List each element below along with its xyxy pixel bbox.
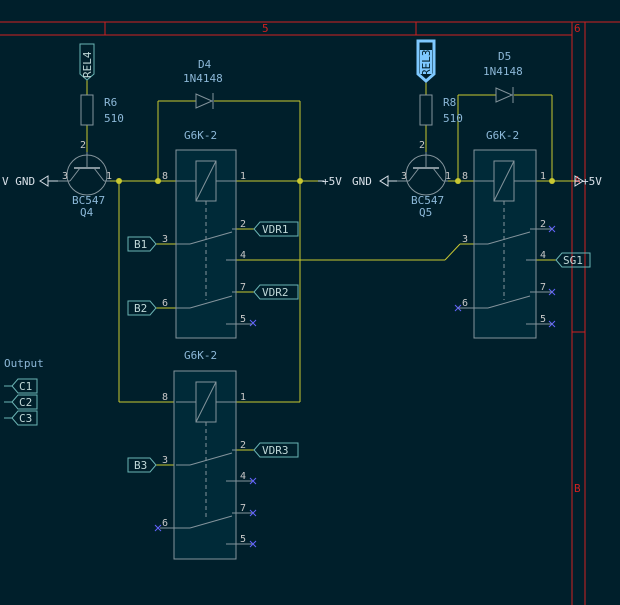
- label-vdr1: VDR1: [262, 223, 289, 236]
- relay-1-pin2: 2: [240, 219, 246, 230]
- label-rel-highlighted-text: REL3: [420, 50, 433, 77]
- d5-ref: D5: [498, 50, 511, 63]
- relay-2-pin6: 6: [462, 298, 468, 309]
- relay-2-pin5: 5: [540, 314, 546, 325]
- label-b1: B1: [134, 238, 147, 251]
- transistor-q4[interactable]: [58, 152, 110, 196]
- transistor-q5[interactable]: [397, 152, 448, 196]
- q4-pin2: 2: [80, 140, 86, 151]
- label-c3: C3: [19, 412, 32, 425]
- label-b3: B3: [134, 459, 147, 472]
- border-col-5: 5: [262, 22, 269, 35]
- relay-1-ref: G6K-2: [184, 129, 217, 142]
- relay-1[interactable]: [175, 149, 237, 339]
- relay-2-pin8: 8: [462, 171, 468, 182]
- gnd-symbol-left: [39, 175, 58, 187]
- diode-d5[interactable]: [495, 87, 514, 103]
- relay-2-pin3: 3: [462, 234, 468, 245]
- output-stubs: [4, 385, 12, 419]
- no-connect-markers: [154, 225, 556, 548]
- q5-pin2: 2: [419, 140, 425, 151]
- vcc-symbol-right: [574, 175, 584, 187]
- q5-ref: Q5: [419, 206, 432, 219]
- vcc-label-right: +5V: [582, 175, 602, 188]
- d4-value: 1N4148: [183, 72, 223, 85]
- label-boxes: [11, 221, 591, 473]
- relay-3-ref: G6K-2: [184, 349, 217, 362]
- relay-3-pin2: 2: [240, 440, 246, 451]
- r8-ref: R8: [443, 96, 456, 109]
- relay-1-pin3: 3: [162, 234, 168, 245]
- resistor-r8[interactable]: [419, 94, 433, 126]
- relay-2-pin4: 4: [540, 250, 546, 261]
- relay-2-pin1: 1: [540, 171, 546, 182]
- relay-1-pin6: 6: [162, 298, 168, 309]
- relay-3-pin7: 7: [240, 503, 246, 514]
- label-rel4-text: REL4: [81, 51, 94, 78]
- q4-pin3: 3: [62, 171, 68, 182]
- gnd-symbol-mid: [379, 175, 397, 187]
- diode-d4[interactable]: [195, 93, 214, 109]
- r6-value: 510: [104, 112, 124, 125]
- relay-2-ref: G6K-2: [486, 129, 519, 142]
- junctions: [116, 178, 555, 184]
- vcc-label-mid: +5V: [322, 175, 342, 188]
- q5-part: BC547: [411, 194, 444, 207]
- border-row-b: B: [574, 482, 581, 495]
- relay-3-pin3: 3: [162, 455, 168, 466]
- label-vdr2: VDR2: [262, 286, 289, 299]
- relay-1-pin7: 7: [240, 282, 246, 293]
- relay-3-pin4: 4: [240, 471, 246, 482]
- r6-ref: R6: [104, 96, 117, 109]
- resistor-r6[interactable]: [80, 94, 94, 126]
- relay-3-pin6: 6: [162, 518, 168, 529]
- relay-3-pin5: 5: [240, 534, 246, 545]
- relay-2[interactable]: [473, 149, 537, 339]
- sheet-border: [0, 21, 620, 605]
- relay-3[interactable]: [173, 370, 237, 560]
- label-rel4[interactable]: [79, 43, 95, 81]
- relay-1-pin4: 4: [240, 250, 246, 261]
- q4-pin1: 1: [106, 171, 112, 182]
- label-sg1: SG1: [563, 254, 583, 267]
- relay-1-pin5: 5: [240, 314, 246, 325]
- d5-value: 1N4148: [483, 65, 523, 78]
- relay-1-pin1: 1: [240, 171, 246, 182]
- relay-2-pin2: 2: [540, 219, 546, 230]
- relay-2-pin7: 7: [540, 282, 546, 293]
- label-b2: B2: [134, 302, 147, 315]
- label-c1: C1: [19, 380, 32, 393]
- label-rel-highlighted[interactable]: [416, 39, 436, 83]
- relay-1-pin8: 8: [162, 171, 168, 182]
- q5-pin1: 1: [445, 171, 451, 182]
- gnd-label-left: V GND: [2, 175, 35, 188]
- q4-part: BC547: [72, 194, 105, 207]
- q4-ref: Q4: [80, 206, 94, 219]
- wires: [86, 80, 575, 466]
- border-col-6: 6: [574, 22, 581, 35]
- q5-pin3: 3: [401, 171, 407, 182]
- nc-stubs: [160, 228, 552, 545]
- gnd-label-mid: GND: [352, 175, 372, 188]
- relay-3-pin8: 8: [162, 392, 168, 403]
- label-output: Output: [4, 357, 44, 370]
- label-vdr3: VDR3: [262, 444, 289, 457]
- label-c2: C2: [19, 396, 32, 409]
- relay-3-pin1: 1: [240, 392, 246, 403]
- r8-value: 510: [443, 112, 463, 125]
- d4-ref: D4: [198, 58, 212, 71]
